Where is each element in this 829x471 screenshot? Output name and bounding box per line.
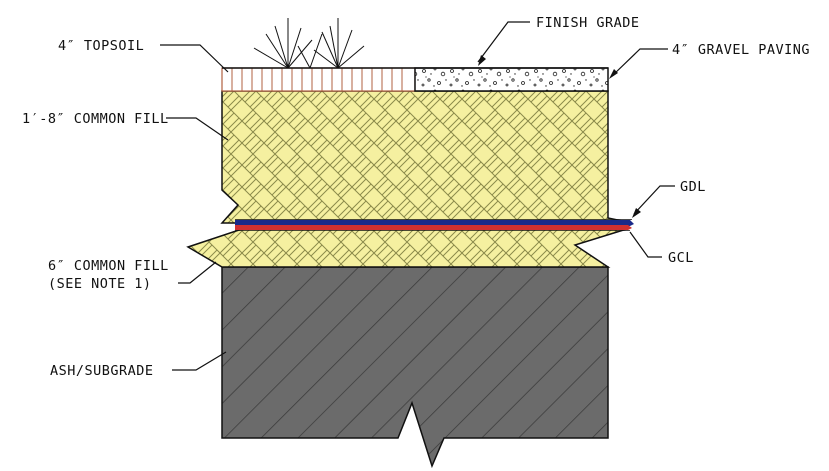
subgrade-leader [172,351,227,371]
common-fill-upper-label: 1′-8″ COMMON FILL [22,111,169,127]
gcl-leader [629,231,662,258]
gravel-paving-arrowhead [609,69,618,79]
topsoil-label: 4″ TOPSOIL [58,38,144,54]
gravel-paving-label: 4″ GRAVEL PAVING [672,42,810,58]
finish-grade-leader [477,21,530,63]
gcl-layer [235,225,632,230]
common-fill-lower-label: 6″ COMMON FILL [48,258,169,274]
common-fill-lower-leader [178,261,217,284]
gdl-arrowhead [632,208,641,218]
see-note-label: (SEE NOTE 1) [48,276,152,292]
finish-grade-arrowhead [478,55,486,66]
gdl-label: GDL [680,179,706,195]
subgrade-layer [221,266,609,469]
gravel-paving-layer [414,67,609,92]
grass-icon [253,18,365,69]
gravel-paving-leader [611,48,668,77]
lower-common-fill-layer [186,227,631,268]
subgrade-label: ASH/SUBGRADE [50,363,154,379]
gcl-label: GCL [668,250,694,266]
gdl-leader [633,185,675,215]
finish-grade-label: FINISH GRADE [536,15,640,31]
upper-common-fill-layer [220,90,633,224]
gdl-layer [235,220,634,226]
topsoil-hatch [231,68,403,91]
common-fill-upper-leader [166,117,229,141]
topsoil-layer [221,67,416,92]
topsoil-leader [160,44,229,73]
